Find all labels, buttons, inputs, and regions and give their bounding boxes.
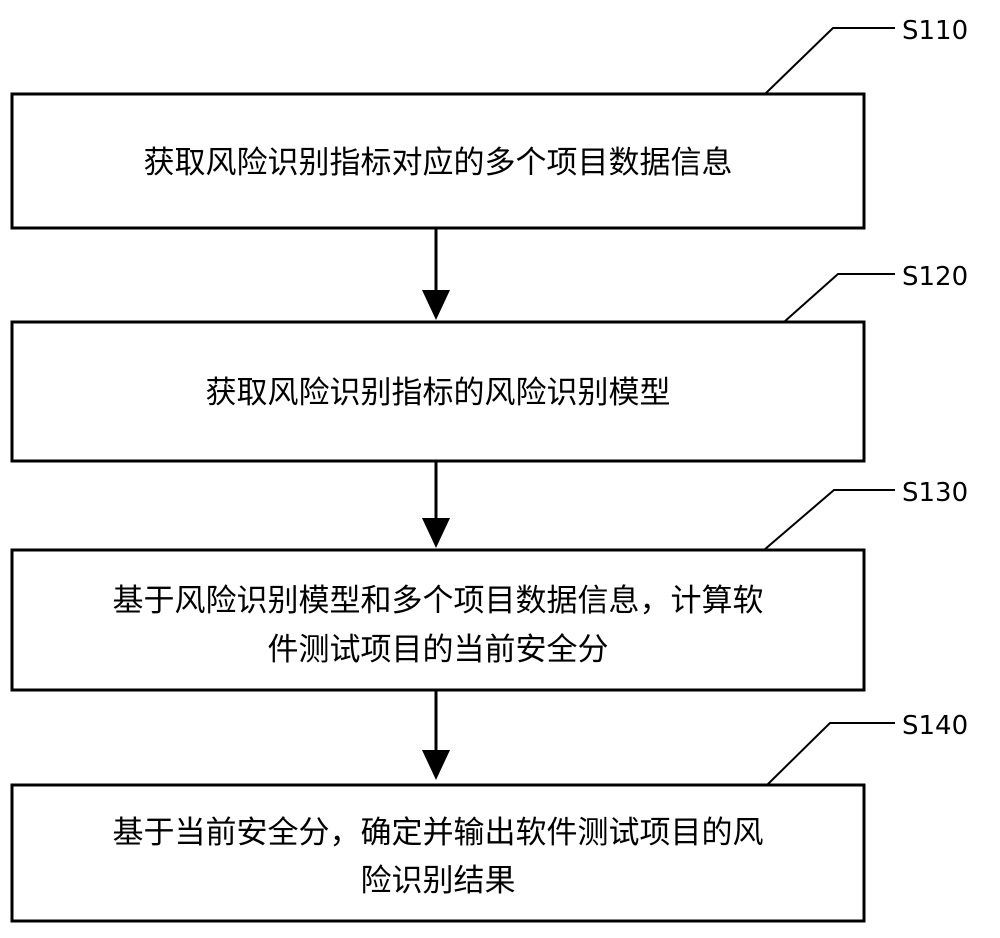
step-s140: 基于当前安全分，确定并输出软件测试项目的风 险识别结果 S140	[10, 711, 968, 923]
step-s140-text-line2: 险识别结果	[361, 863, 516, 899]
step-s140-box	[10, 783, 866, 923]
step-s130-leader	[763, 489, 895, 551]
step-s110-box	[10, 92, 866, 230]
step-s140-label: S140	[902, 711, 968, 741]
step-s110-label: S110	[902, 16, 968, 46]
step-s120-leader	[783, 273, 895, 323]
step-s120-text: 获取风险识别指标的风险识别模型	[206, 375, 671, 411]
step-s110-text: 获取风险识别指标对应的多个项目数据信息	[144, 145, 733, 181]
step-s130: 基于风险识别模型和多个项目数据信息，计算软 件测试项目的当前安全分 S130	[10, 478, 968, 692]
step-s130-label: S130	[902, 478, 968, 508]
arrow-s130-to-s140	[422, 690, 450, 780]
arrow-s120-to-s130	[422, 461, 450, 548]
step-s110: 获取风险识别指标对应的多个项目数据信息 S110	[10, 16, 968, 230]
step-s130-text-line2: 件测试项目的当前安全分	[268, 632, 609, 668]
step-s120-box	[10, 320, 866, 463]
step-s120: 获取风险识别指标的风险识别模型 S120	[10, 262, 968, 463]
step-s130-text-line1: 基于风险识别模型和多个项目数据信息，计算软	[113, 583, 764, 619]
step-s120-label: S120	[902, 262, 968, 292]
arrow-s110-to-s120	[422, 228, 450, 320]
step-s140-text-line1: 基于当前安全分，确定并输出软件测试项目的风	[113, 815, 764, 851]
step-s130-box	[10, 548, 866, 692]
step-s140-leader	[766, 722, 895, 786]
step-s110-leader	[764, 27, 895, 95]
